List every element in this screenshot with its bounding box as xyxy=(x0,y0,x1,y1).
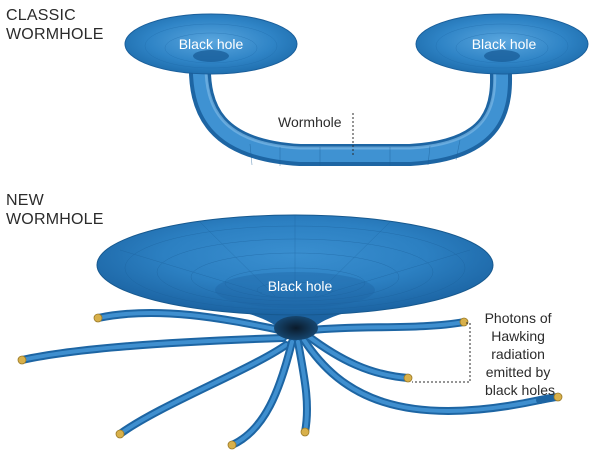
new-wormhole-heading: NEW WORMHOLE xyxy=(6,191,104,229)
photon-dot xyxy=(93,313,103,323)
classic-heading-line1: CLASSIC xyxy=(6,7,76,24)
new-blackhole-grid xyxy=(119,215,471,311)
classic-left-blackhole-throat xyxy=(193,50,229,62)
wormhole-label: Wormhole xyxy=(278,114,342,130)
annotation-line-5: black holes xyxy=(485,382,555,398)
classic-heading-line2: WORMHOLE xyxy=(6,26,104,43)
new-blackhole-throat xyxy=(274,316,318,340)
hawking-annotation: Photons of Hawking radiation emitted by … xyxy=(412,310,555,398)
annotation-bracket xyxy=(412,322,471,383)
photon-dot xyxy=(17,355,27,365)
photon-dot xyxy=(403,373,413,383)
classic-tube-grid xyxy=(249,139,461,166)
photon-dot xyxy=(115,429,125,439)
new-blackhole-inner-shade xyxy=(215,272,375,308)
annotation-line-3: radiation xyxy=(491,346,545,362)
classic-left-blackhole-label: Black hole xyxy=(179,36,244,52)
new-heading-line1: NEW xyxy=(6,192,44,209)
annotation-line-2: Hawking xyxy=(491,328,545,344)
classic-left-blackhole-disk xyxy=(124,13,298,75)
new-heading-line2: WORMHOLE xyxy=(6,211,104,228)
photon-dots xyxy=(17,313,563,450)
photon-dot xyxy=(227,440,237,450)
classic-wormhole-tube-shine xyxy=(204,61,497,150)
classic-right-blackhole-disk xyxy=(415,13,589,75)
classic-wormhole: Black hole Black hole Wormhole xyxy=(124,13,589,166)
photon-tendrils xyxy=(18,308,562,449)
annotation-line-4: emitted by xyxy=(486,364,551,380)
annotation-line-1: Photons of xyxy=(485,310,552,326)
classic-right-blackhole-throat xyxy=(484,50,520,62)
classic-wormhole-tube-highlight xyxy=(192,53,509,162)
photon-dot xyxy=(300,427,310,437)
svg-text:Photons of Hawking: Photons of Hawking radiation emitted by … xyxy=(485,310,556,398)
classic-wormhole-heading: CLASSIC WORMHOLE xyxy=(6,6,104,44)
photon-dot xyxy=(553,392,563,402)
classic-right-blackhole-label: Black hole xyxy=(472,36,537,52)
new-wormhole: Black hole Photons of Hawking radiation … xyxy=(17,214,563,450)
new-blackhole-label: Black hole xyxy=(268,278,333,294)
photon-dot xyxy=(459,317,469,327)
